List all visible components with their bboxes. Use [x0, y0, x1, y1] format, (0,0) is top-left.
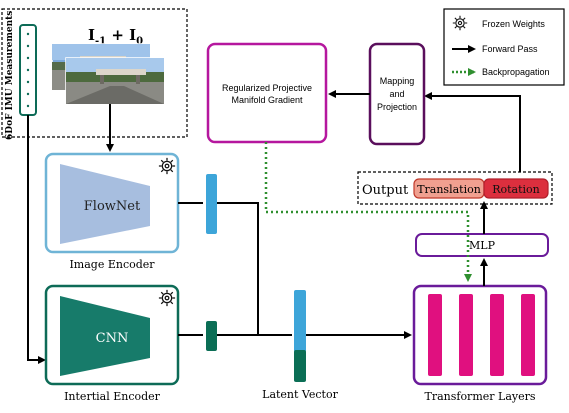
backprop-path: [264, 142, 472, 282]
regularized-gradient-block: [206, 42, 328, 144]
cnn-trapezoid: [60, 296, 150, 376]
mlp-label: MLP: [469, 239, 496, 252]
flownet-label: FlowNet: [84, 199, 141, 214]
regularized-line1: Regularized Projective: [222, 83, 312, 93]
translation-label: Translation: [417, 183, 481, 196]
input-region: [1, 8, 188, 138]
rotation-label: Rotation: [492, 183, 540, 196]
arrow-imu-to-cnn: [27, 115, 46, 364]
imu-label: 6DoF IMU Measurements: [5, 11, 15, 140]
rotation-box: [483, 178, 549, 199]
output-region: [357, 171, 553, 205]
mapping-line1: Mapping: [380, 76, 415, 86]
image-encoder-label: Image Encoder: [69, 258, 155, 271]
image-frame-current: [65, 57, 165, 105]
inertial-encoder-label: Intertial Encoder: [64, 390, 161, 403]
latent-vector-bottom: [294, 350, 306, 382]
arrow-output-to-mapping: [424, 92, 521, 172]
legend-backprop-label: Backpropagation: [482, 67, 550, 77]
imu-dots: [26, 32, 30, 108]
legend-frozen-label: Frozen Weights: [482, 19, 545, 29]
transformer-block: [412, 284, 548, 386]
flownet-trapezoid: [60, 164, 150, 244]
image-feature-vector: [206, 174, 217, 234]
imu-feature-vector: [206, 321, 217, 351]
output-label: Output: [362, 183, 409, 198]
mlp-block: [415, 233, 549, 257]
legend-forward-label: Forward Pass: [482, 44, 538, 54]
mapping-line3: Projection: [377, 102, 417, 112]
image-pair-label: I-1 + I0: [88, 26, 143, 47]
arrow-image-feature-to-latent: [217, 202, 292, 336]
latent-vector-top: [294, 290, 306, 352]
latent-vector-label: Latent Vector: [262, 388, 338, 401]
transformer-bars: [428, 294, 535, 376]
cnn-label: CNN: [96, 331, 129, 346]
transformer-layers-label: Transformer Layers: [424, 390, 535, 403]
regularized-line2: Manifold Gradient: [231, 95, 303, 105]
mapping-line2: and: [389, 89, 404, 99]
